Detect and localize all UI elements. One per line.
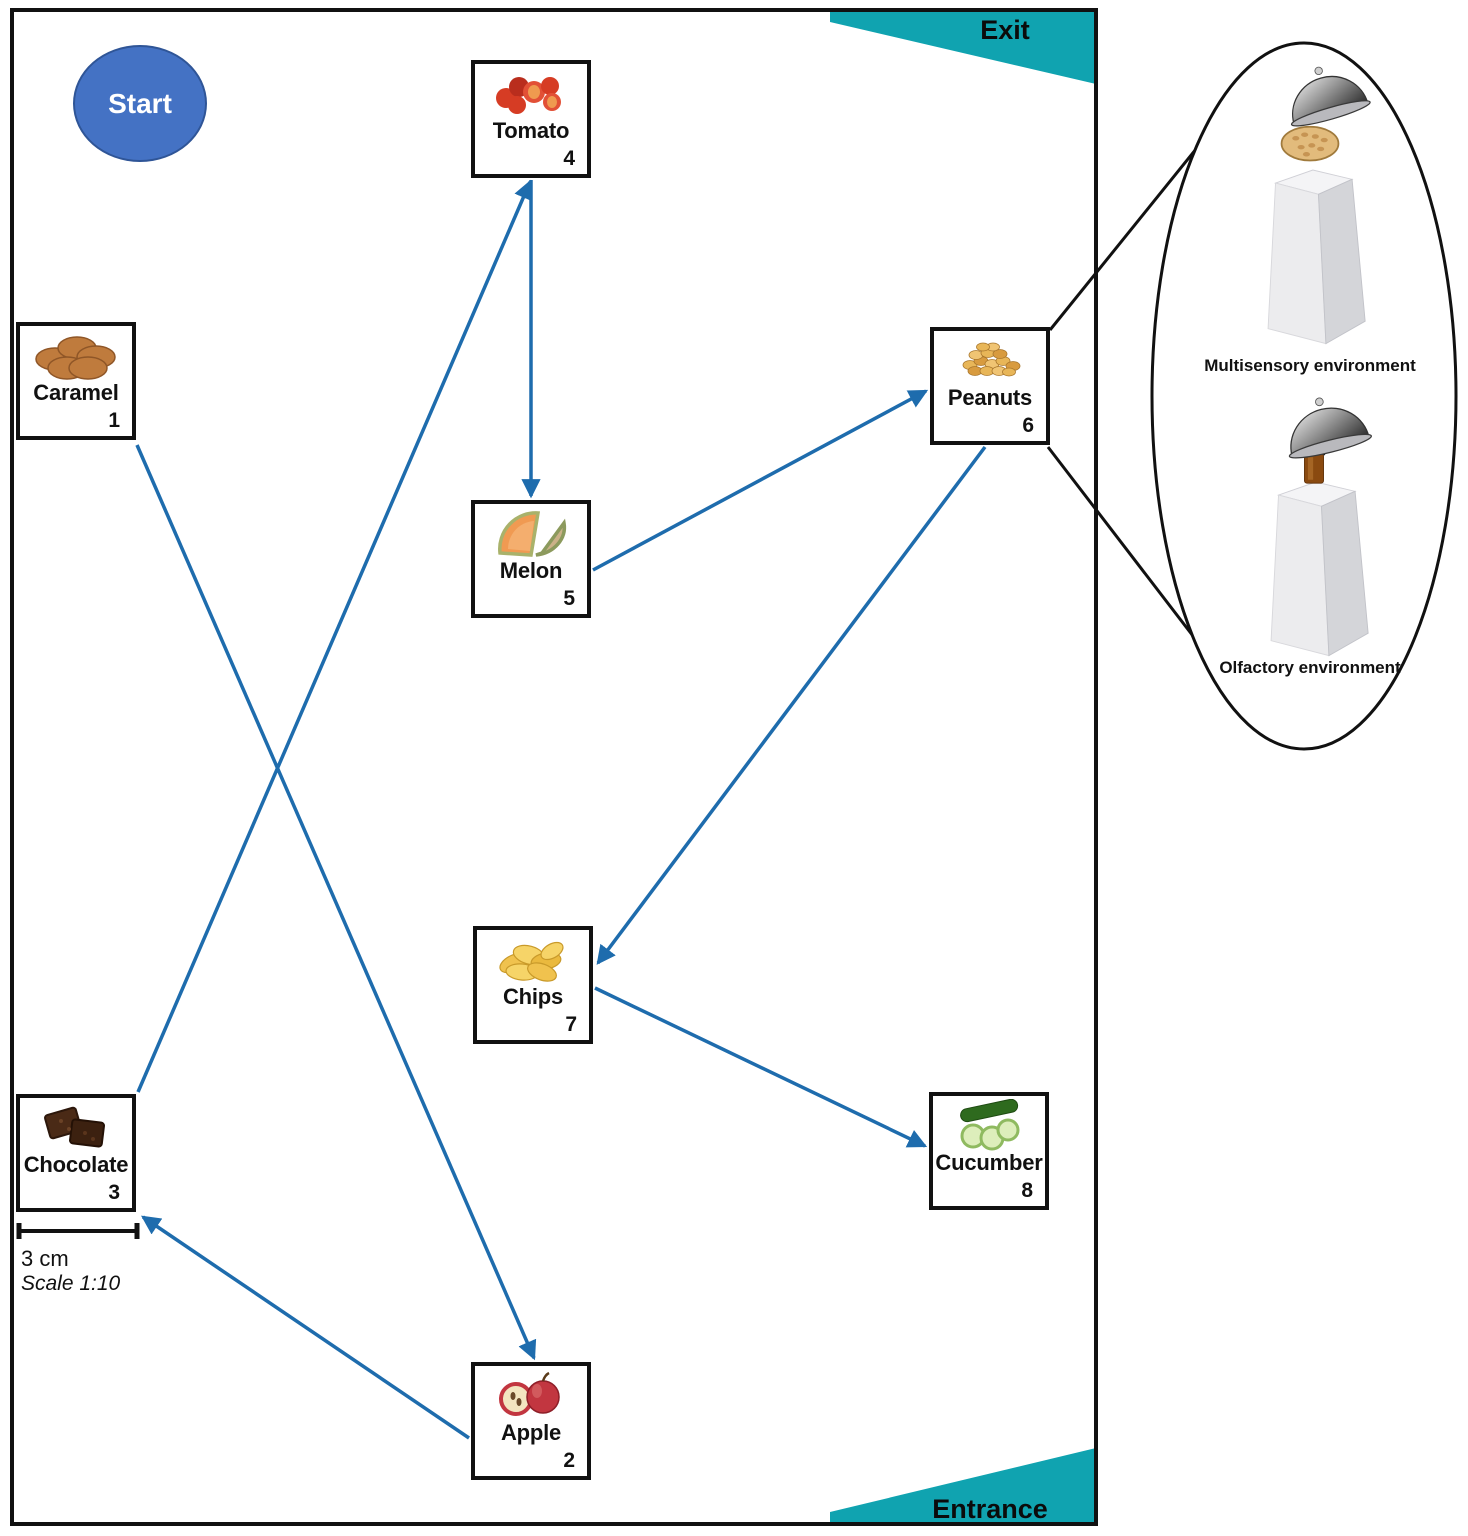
room-outline [10,8,1098,1526]
station-label: Peanuts [947,385,1033,410]
start-label: Start [108,87,172,119]
station-apple: Apple 2 [471,1362,591,1480]
exit-label: Exit [980,15,1030,45]
potato-chips-icon [487,933,579,985]
station-label: Tomato [492,118,570,143]
station-label: Chocolate [23,1152,129,1177]
station-number: 5 [563,587,575,610]
station-number: 2 [563,1449,575,1472]
cherry-tomatoes-icon [485,67,577,119]
scale-bar [16,1222,140,1245]
chocolate-brownies-icon [30,1101,122,1153]
start-marker: Start [73,45,207,162]
station-number: 1 [108,409,120,432]
olfactory-exhibit [1238,395,1388,705]
open-cloche-icon [1267,383,1384,473]
scale-ratio-label: Scale 1:10 [21,1272,121,1295]
station-number: 7 [565,1013,577,1036]
olfactory-environment-label: Olfactory environment [1219,658,1401,677]
station-chips: Chips 7 [473,926,593,1044]
station-tomato: Tomato 4 [471,60,591,178]
station-label: Chips [502,984,564,1009]
pedestal-icon [1255,160,1367,353]
station-label: Apple [500,1420,562,1445]
pedestal-icon [1258,472,1370,665]
cucumber-and-slices-icon [943,1099,1035,1151]
station-label: Cucumber [935,1150,1043,1175]
station-label: Caramel [33,380,119,405]
station-cucumber: Cucumber 8 [929,1092,1049,1210]
station-number: 4 [563,147,575,170]
scale-length-label: 3 cm [21,1246,69,1271]
multisensory-environment-label: Multisensory environment [1204,356,1416,375]
station-melon: Melon 5 [471,500,591,618]
multisensory-exhibit [1238,60,1388,370]
apples-icon [485,1369,577,1421]
melon-slices-icon [485,507,577,559]
peanut-bowl-icon [1278,124,1342,170]
station-number: 6 [1022,414,1034,437]
station-number: 8 [1021,1179,1033,1202]
caramel-biscuits-icon [30,329,122,381]
entrance-label: Entrance [932,1494,1048,1524]
station-label: Melon [499,558,563,583]
station-peanuts: Peanuts 6 [930,327,1050,445]
station-caramel: Caramel 1 [16,322,136,440]
station-number: 3 [108,1181,120,1204]
open-cloche-icon [1269,51,1383,141]
station-chocolate: Chocolate 3 [16,1094,136,1212]
peanut-pile-icon [944,334,1036,386]
